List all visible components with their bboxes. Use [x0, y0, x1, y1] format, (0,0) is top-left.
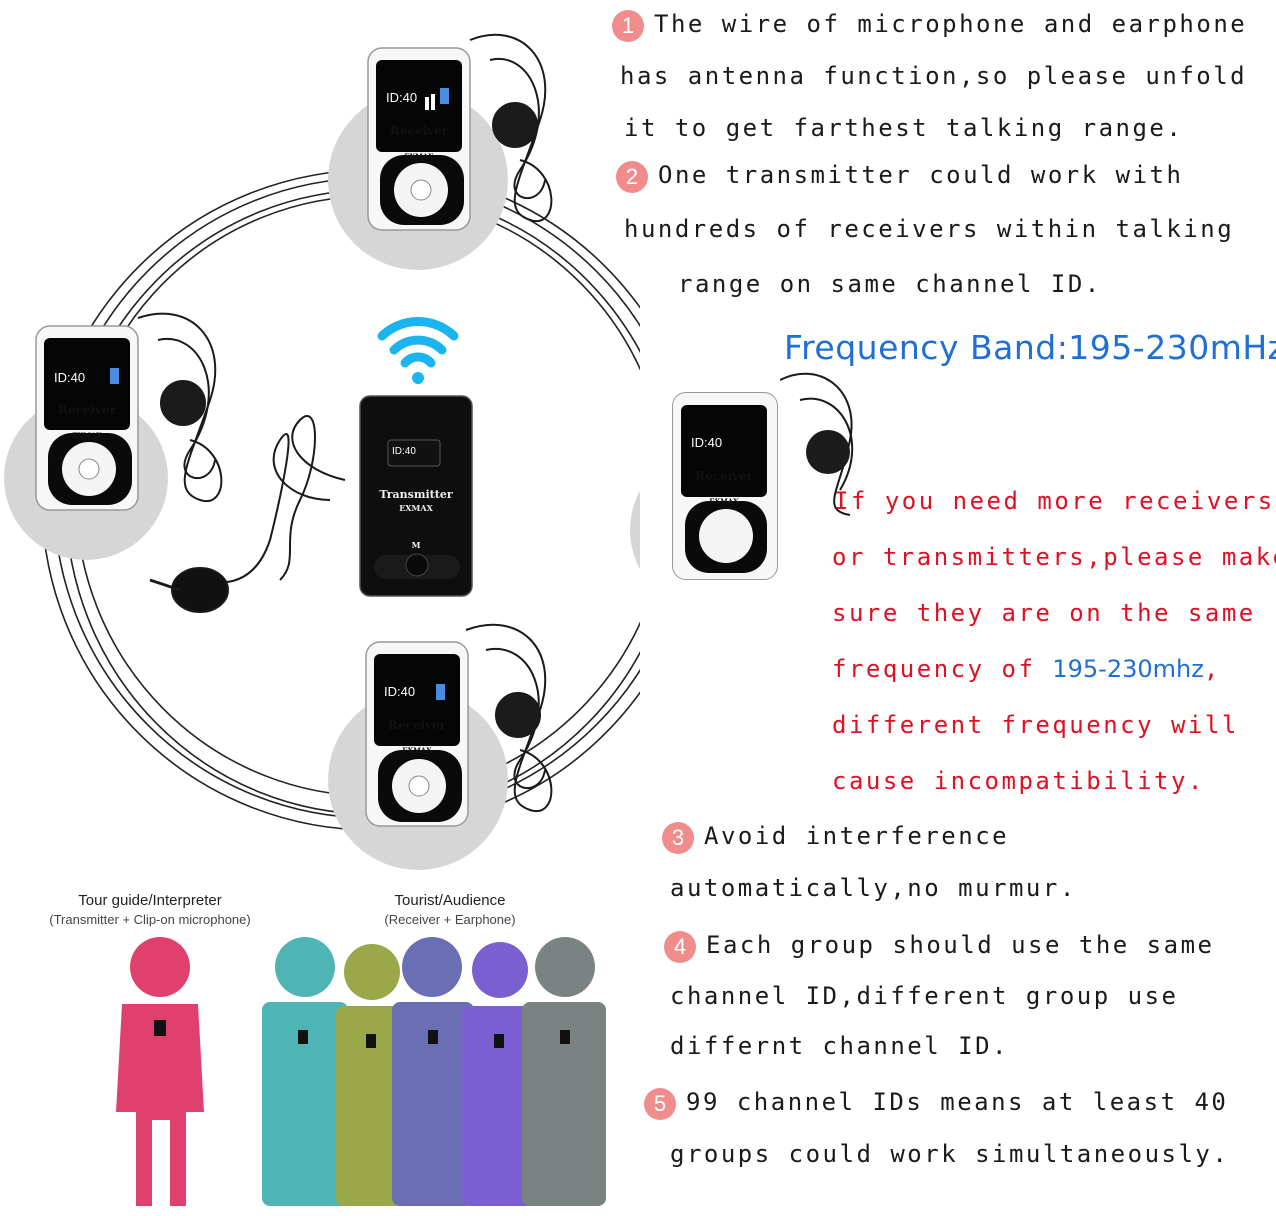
badge-1: 1: [612, 10, 644, 42]
note-1-line-2: has antenna function,so please unfold: [620, 62, 1248, 90]
warning-line-1: If you need more receivers: [834, 487, 1275, 515]
receiver-top-brand: EXMAX: [404, 152, 434, 161]
receiver-device-bottom: [365, 641, 469, 827]
note-1-line-1: The wire of microphone and earphone: [654, 10, 1248, 38]
receiver-bottom-screen: ID:40: [384, 684, 416, 699]
receiver-bottom-label: Receiver: [387, 718, 447, 732]
transmitter-screen: ID:40: [392, 446, 416, 457]
guide-person: [116, 937, 204, 1206]
earphone-coils: [137, 33, 553, 813]
transmitter-device: [359, 395, 473, 597]
wifi-icon: [377, 317, 459, 384]
receiver-device-right-body: ID:40 Receiver EXMAX: [672, 392, 778, 580]
transmitter-mode-button: M: [411, 540, 421, 550]
receiver-device-top: [367, 47, 471, 231]
note-2-line-2: hundreds of receivers within talking: [624, 215, 1235, 243]
badge-4: 4: [664, 931, 696, 963]
receiver-bottom-brand: EXMAX: [402, 746, 432, 755]
note-2-line-1: One transmitter could work with: [658, 161, 1184, 189]
note-4-line-1: Each group should use the same: [706, 931, 1215, 959]
note-4-line-2: channel ID,different group use: [670, 982, 1179, 1010]
warning-line-4-prefix: frequency of: [832, 655, 1053, 683]
tourist-person-2: [336, 944, 410, 1206]
transmitter-brand: EXMAX: [399, 503, 433, 513]
note-1-line-3: it to get farthest talking range.: [624, 114, 1184, 142]
note-3-line-2: automatically,no murmur.: [670, 874, 1077, 902]
receiver-left-brand: EXMAX: [72, 431, 102, 440]
receiver-left-screen: ID:40: [54, 370, 86, 385]
note-2-line-3: range on same channel ID.: [678, 270, 1102, 298]
frequency-band-heading: Frequency Band:195-230mHz: [784, 328, 1276, 367]
note-3-line-1: Avoid interference: [704, 822, 1010, 850]
guide-caption-subtitle: (Transmitter + Clip-on microphone): [49, 912, 251, 927]
tourist-person-4: [462, 942, 540, 1206]
people-illustration: [116, 937, 606, 1206]
tourist-person-5: [522, 937, 606, 1206]
receiver-top-label: Receiver: [389, 124, 449, 138]
receiver-right-earphone: [780, 372, 854, 516]
tourist-person-1: [262, 937, 348, 1206]
warning-line-4-suffix: ,: [1203, 655, 1221, 683]
tourist-person-3: [392, 937, 474, 1206]
tourist-caption-subtitle: (Receiver + Earphone): [384, 912, 516, 927]
transmitter-label: Transmitter: [379, 488, 453, 501]
system-diagram: [4, 33, 640, 870]
guide-caption-title: Tour guide/Interpreter: [78, 892, 222, 909]
badge-3: 3: [662, 822, 694, 854]
receiver-right-brand: EXMAX: [709, 497, 739, 506]
receiver-right-wheel: [699, 509, 753, 563]
warning-line-2: or transmitters,please make: [832, 543, 1276, 571]
warning-line-6: cause incompatibility.: [832, 767, 1205, 795]
receiver-device-left: [35, 325, 139, 511]
tourist-caption-title: Tourist/Audience: [394, 892, 506, 909]
note-5-line-1: 99 channel IDs means at least 40: [686, 1088, 1229, 1116]
warning-frequency-value: 195-230mhz: [1052, 655, 1204, 683]
microphone-cable: [149, 415, 346, 613]
receiver-right-screen: ID:40: [691, 435, 723, 450]
receiver-right-lcd: [681, 405, 767, 497]
note-5-line-2: groups could work simultaneously.: [670, 1140, 1230, 1168]
receiver-right-label: Receiver: [694, 469, 754, 483]
warning-line-3: sure they are on the same: [832, 599, 1256, 627]
note-4-line-3: differnt channel ID.: [670, 1032, 1009, 1060]
warning-line-5: different frequency will: [832, 711, 1239, 739]
badge-5: 5: [644, 1088, 676, 1120]
receiver-top-screen: ID:40: [386, 90, 418, 105]
badge-2: 2: [616, 161, 648, 193]
warning-line-4: frequency of 195-230mhz,: [832, 655, 1221, 683]
receiver-left-label: Receiver: [57, 403, 117, 417]
